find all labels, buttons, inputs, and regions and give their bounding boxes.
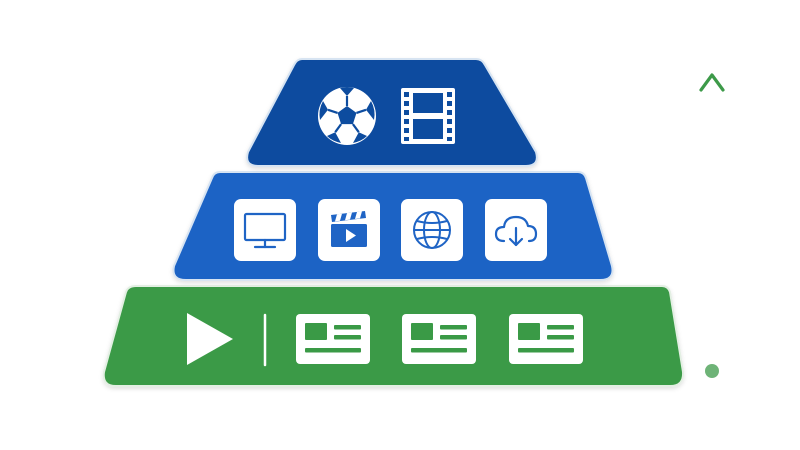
- top-tier-shape: [246, 58, 538, 167]
- monitor-icon: [243, 212, 287, 249]
- bottom-tier: [102, 285, 685, 387]
- upward-arrow: [699, 73, 725, 378]
- monitor-tile: [234, 199, 296, 261]
- cloud-download-icon: [494, 215, 538, 247]
- cloud-download-tile: [485, 199, 547, 261]
- play-icon: [187, 313, 233, 365]
- film-strip-icon: [401, 88, 455, 144]
- globe-icon: [413, 211, 451, 249]
- soccer-ball-icon: [318, 87, 376, 145]
- arrow-head-icon: [699, 73, 725, 92]
- article-card-icon: [509, 314, 583, 364]
- clapperboard-icon: [331, 211, 367, 247]
- arrow-base-dot: [705, 364, 719, 378]
- globe-tile: [401, 199, 463, 261]
- top-tier: [246, 58, 538, 167]
- clapperboard-tile: [318, 199, 380, 261]
- article-card-icon: [296, 314, 370, 364]
- article-card-icon: [402, 314, 476, 364]
- middle-tier: [172, 171, 614, 281]
